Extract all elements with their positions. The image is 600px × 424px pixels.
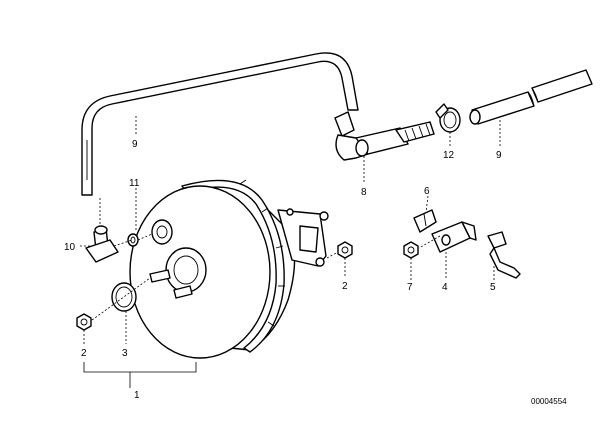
callout-6: 6 [424, 186, 430, 197]
hex-nut-right [337, 241, 353, 259]
callout-5: 5 [490, 282, 496, 293]
hose-clamp [435, 103, 461, 133]
catalog-number: 00004554 [531, 397, 567, 406]
callout-12: 12 [443, 150, 455, 161]
seal-ring [111, 282, 137, 312]
callout-2-right: 2 [342, 281, 348, 292]
check-valve [334, 111, 435, 161]
callout-4: 4 [442, 282, 448, 293]
callout-10: 10 [64, 242, 76, 253]
vacuum-hose-right [469, 69, 593, 125]
callout-1: 1 [134, 390, 140, 401]
callout-8: 8 [361, 187, 367, 198]
nut [403, 241, 419, 259]
holder [431, 221, 477, 253]
brake-booster [129, 179, 329, 359]
leader-lines [80, 116, 501, 344]
callout-11: 11 [129, 178, 140, 189]
callout-7: 7 [407, 282, 413, 293]
vacuum-hose-left [81, 52, 359, 196]
clip [413, 209, 437, 233]
callout-1-bracket [83, 362, 197, 388]
callout-3: 3 [122, 348, 128, 359]
hex-nut-left [76, 313, 92, 331]
callout-9-left: 9 [132, 139, 138, 150]
callout-9-right: 9 [496, 150, 502, 161]
callout-2-left: 2 [81, 348, 87, 359]
elbow-connector [85, 225, 119, 263]
grommet [127, 233, 139, 247]
bracket [487, 231, 521, 279]
